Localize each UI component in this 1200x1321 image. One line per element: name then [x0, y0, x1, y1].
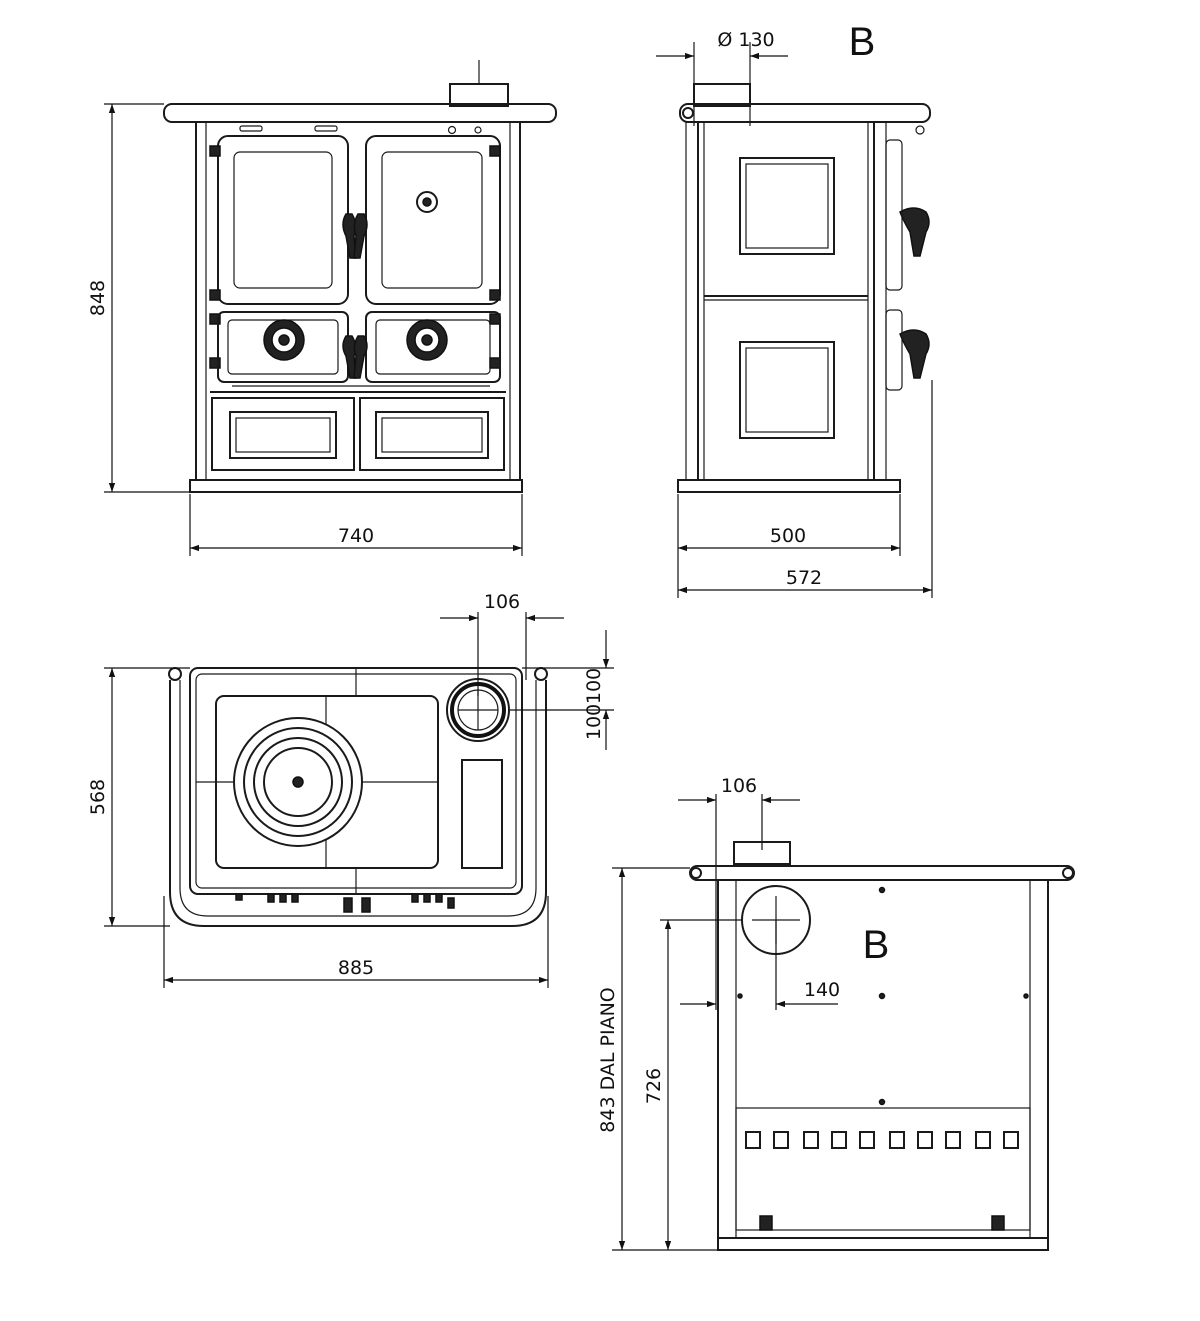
- front-right-door: [365, 135, 501, 305]
- hotplate-rings-icon: [233, 717, 363, 847]
- front-drawer-left: [211, 397, 355, 471]
- rear-view: 106 B: [597, 775, 1075, 1251]
- air-regulator-right-icon: [406, 319, 448, 361]
- side-lower-panel: [739, 341, 835, 439]
- side-total-depth-label: 572: [786, 567, 822, 589]
- front-upper-handles: [342, 213, 368, 259]
- side-flue-diameter-label: Ø 130: [717, 29, 774, 51]
- front-left-door: [217, 135, 349, 305]
- thermometer-icon: [416, 191, 438, 213]
- side-upper-handle-icon: [899, 207, 930, 257]
- side-view-marker: B: [849, 20, 876, 64]
- air-regulator-left-icon: [263, 319, 305, 361]
- front-flue-stub: [449, 83, 509, 107]
- top-overall-width-label: 885: [338, 957, 374, 979]
- side-flue-stub: [693, 83, 751, 107]
- rear-view-marker: B: [863, 923, 890, 967]
- top-flue-depth-label-2: 100: [583, 704, 605, 740]
- rear-flue-stub: [733, 841, 791, 865]
- front-drawer-right: [359, 397, 505, 471]
- rear-flue-height-label: 726: [643, 1068, 665, 1104]
- front-base: [189, 479, 523, 493]
- top-flue-offset-label: 106: [484, 591, 520, 613]
- side-upper-panel: [739, 157, 835, 255]
- front-view: 848 740: [87, 60, 557, 556]
- side-body: [697, 121, 875, 481]
- top-flue-outlet-icon: [446, 678, 510, 742]
- rear-base: [717, 1237, 1049, 1251]
- front-height-label: 848: [87, 280, 109, 316]
- side-view: Ø 130 B 500 572: [656, 20, 933, 598]
- side-body-depth-label: 500: [770, 525, 806, 547]
- front-left-door-window: [233, 151, 333, 289]
- top-side-slot: [461, 759, 503, 869]
- front-body: [195, 121, 521, 481]
- top-view: 106 100 100 568 885: [87, 591, 614, 988]
- rear-vent-slots: [745, 1131, 1019, 1149]
- front-width-label: 740: [338, 525, 374, 547]
- rear-top-plate: [689, 865, 1075, 881]
- rear-flue-offset-label: 106: [721, 775, 757, 797]
- front-right-door-window: [381, 151, 483, 289]
- rear-flue-center-label: 140: [804, 979, 840, 1001]
- side-lower-handle-icon: [899, 329, 930, 379]
- top-flue-depth-label-1: 100: [583, 668, 605, 704]
- side-base: [677, 479, 901, 493]
- rear-floor-height-label: 843 DAL PIANO: [597, 987, 619, 1132]
- top-towel-rail: [169, 680, 547, 927]
- top-depth-label: 568: [87, 779, 109, 815]
